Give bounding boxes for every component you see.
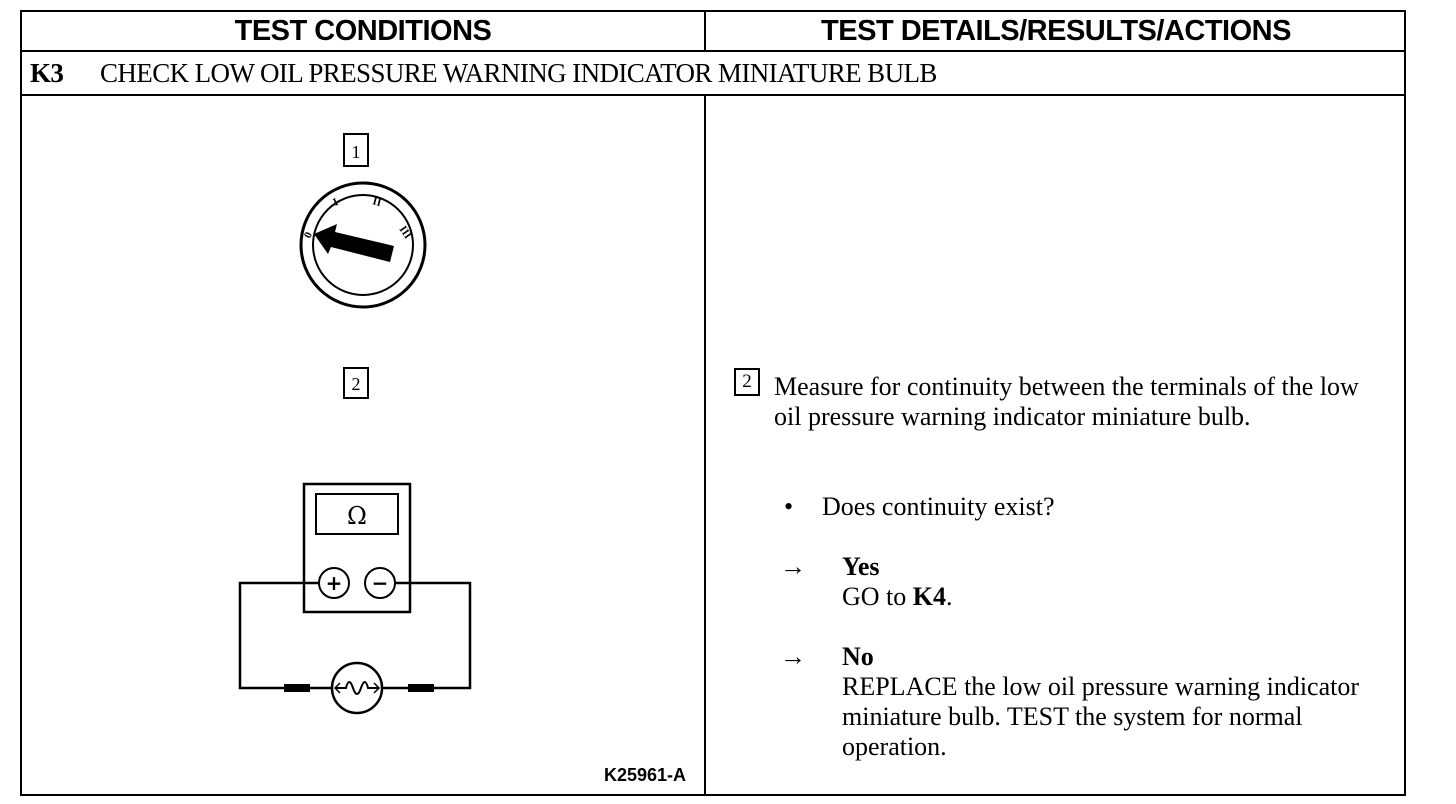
figure-reference: K25961-A bbox=[603, 765, 686, 785]
test-leads bbox=[238, 581, 472, 690]
switch-pos-0: 0 bbox=[302, 230, 315, 241]
yes-action-prefix: GO to bbox=[842, 582, 913, 611]
ignition-key-arrow bbox=[314, 224, 394, 262]
yes-action: GO to K4. bbox=[842, 582, 953, 612]
test-details-panel: 2 Measure for continuity between the ter… bbox=[706, 96, 1406, 786]
test-conditions-diagram: 1 0 I II III 2 Ω + − bbox=[22, 96, 704, 786]
table-header: TEST CONDITIONS TEST DETAILS/RESULTS/ACT… bbox=[22, 12, 1404, 52]
plus-terminal-label: + bbox=[326, 571, 343, 595]
badge-2-box bbox=[343, 367, 369, 399]
bullet: • bbox=[784, 492, 794, 521]
instruction-text: Measure for continuity between the termi… bbox=[774, 372, 1359, 431]
yes-arrow-icon: → bbox=[780, 552, 806, 581]
right-probe-icon bbox=[408, 684, 434, 692]
yes-action-suffix: . bbox=[946, 582, 953, 611]
test-table: TEST CONDITIONS TEST DETAILS/RESULTS/ACT… bbox=[20, 10, 1406, 796]
badge-1-label: 1 bbox=[352, 142, 361, 162]
no-arrow-icon: → bbox=[780, 642, 806, 671]
badge-1-box bbox=[343, 133, 369, 167]
step-badge: 2 bbox=[734, 368, 760, 396]
no-label: No bbox=[842, 642, 874, 671]
diagram-svg: 1 0 I II III 2 Ω + − bbox=[238, 133, 472, 715]
switch-pos-1: I bbox=[331, 196, 340, 209]
no-action: REPLACE the low oil pressure warning ind… bbox=[842, 672, 1360, 761]
column-divider bbox=[704, 96, 706, 796]
yes-label: Yes bbox=[842, 552, 880, 581]
left-probe-icon bbox=[284, 684, 310, 692]
header-test-conditions: TEST CONDITIONS bbox=[22, 12, 706, 50]
ohmmeter-icon: Ω + − bbox=[302, 482, 412, 614]
question-text: Does continuity exist? bbox=[822, 492, 1055, 521]
switch-pos-2: II bbox=[371, 195, 382, 209]
ignition-switch-icon: 0 I II III bbox=[299, 181, 427, 309]
step-title: CHECK LOW OIL PRESSURE WARNING INDICATOR… bbox=[100, 58, 937, 88]
yes-action-target: K4 bbox=[912, 582, 947, 611]
header-test-details: TEST DETAILS/RESULTS/ACTIONS bbox=[821, 15, 1291, 47]
step-row: K3 CHECK LOW OIL PRESSURE WARNING INDICA… bbox=[22, 52, 1404, 96]
badge-2-label: 2 bbox=[352, 374, 361, 394]
minus-terminal-label: − bbox=[372, 571, 389, 595]
ohm-symbol: Ω bbox=[347, 502, 367, 530]
step-code: K3 bbox=[30, 58, 64, 88]
bulb-icon bbox=[330, 661, 384, 715]
